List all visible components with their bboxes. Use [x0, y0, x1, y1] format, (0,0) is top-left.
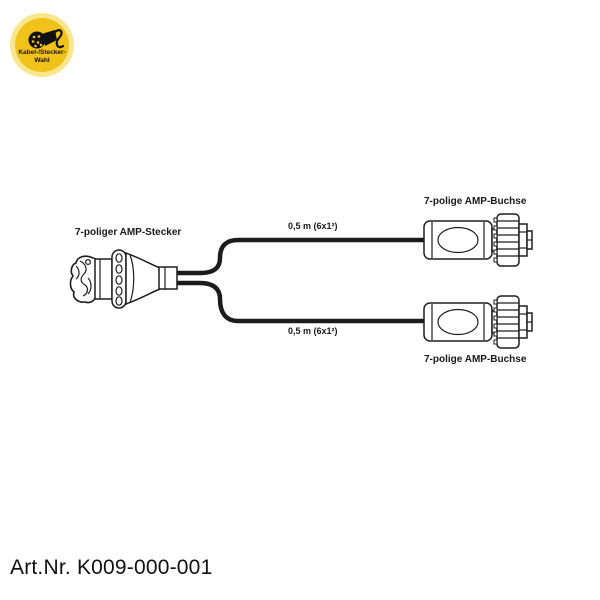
cable-plug-icon — [28, 29, 65, 49]
logo-text-line2: Wahl — [34, 57, 50, 64]
cable-bottom — [177, 280, 424, 324]
socket-top-label: 7-polige AMP-Buchse — [424, 196, 527, 207]
socket-bottom-label: 7-polige AMP-Buchse — [424, 354, 527, 365]
amp-plug-7pin — [69, 249, 178, 309]
plug-label: 7-poliger AMP-Stecker — [75, 227, 182, 238]
amp-socket-7pin-bottom — [423, 295, 533, 349]
article-number: Art.Nr. K009-000-001 — [10, 556, 213, 579]
amp-socket-7pin — [423, 213, 533, 267]
cable-top-length-label: 0,5 m (6x1²) — [288, 221, 338, 231]
cable-bottom-length-label: 0,5 m (6x1²) — [288, 326, 338, 336]
cable-top — [177, 237, 424, 276]
logo-text: Kabel-/Stecker- Wahl — [10, 49, 74, 65]
brand-logo: Kabel-/Stecker- Wahl — [10, 13, 74, 77]
logo-text-line1: Kabel-/Stecker- — [18, 49, 66, 56]
